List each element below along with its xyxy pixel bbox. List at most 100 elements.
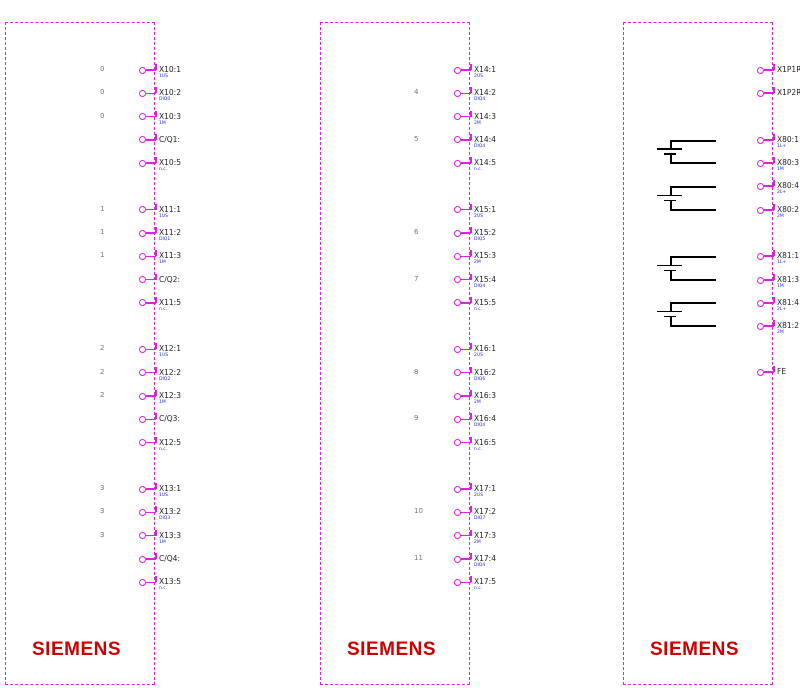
pin-lead-tick <box>470 413 472 420</box>
signal-label: 2US <box>474 213 484 219</box>
terminal-pin[interactable] <box>757 206 764 214</box>
pin-lead <box>146 255 156 258</box>
terminal-pin[interactable] <box>757 182 764 190</box>
pin-lead <box>461 255 471 258</box>
terminal-label: X14:5 <box>474 158 496 168</box>
signal-label: 2M <box>474 400 481 405</box>
terminal-pin[interactable] <box>139 415 146 423</box>
terminal-pin[interactable] <box>139 369 146 377</box>
supply-wire <box>670 154 672 162</box>
terminal-pin[interactable] <box>757 89 764 97</box>
terminal-pin[interactable] <box>757 276 764 284</box>
terminal-pin[interactable] <box>454 415 461 423</box>
terminal-pin[interactable] <box>454 555 461 563</box>
terminal-pin[interactable] <box>139 485 146 493</box>
terminal-pin[interactable] <box>454 229 461 237</box>
pin-lead-tick <box>773 134 775 140</box>
terminal-pin[interactable] <box>139 578 146 586</box>
terminal-pin[interactable] <box>757 252 764 260</box>
terminal-label: X17:5 <box>474 577 496 587</box>
terminal-label: X16:4 <box>474 414 496 424</box>
pin-lead-tick <box>773 87 775 93</box>
terminal-pin[interactable] <box>757 299 764 307</box>
siemens-logo: SIEMENS <box>650 639 740 660</box>
terminal-pin[interactable] <box>139 89 146 97</box>
signal-label: 2M <box>474 539 481 545</box>
terminal-pin[interactable] <box>139 113 146 121</box>
terminal-pin[interactable] <box>454 299 461 307</box>
terminal-label: X15:2 <box>474 228 496 237</box>
terminal-pin[interactable] <box>757 136 764 144</box>
terminal-label: X17:3 <box>474 530 496 540</box>
terminal-pin[interactable] <box>139 508 146 516</box>
terminal-pin[interactable] <box>139 555 146 563</box>
pin-lead-tick <box>155 529 157 536</box>
terminal-pin[interactable] <box>139 66 146 74</box>
terminal-pin[interactable] <box>454 439 461 447</box>
terminal-pin[interactable] <box>139 206 146 214</box>
pin-lead-tick <box>155 366 157 373</box>
signal-label: DIQ4 <box>474 423 486 429</box>
terminal-pin[interactable] <box>139 392 146 400</box>
supply-wire <box>670 256 716 258</box>
terminal-pin[interactable] <box>454 369 461 377</box>
signal-label: 2L+ <box>777 307 787 312</box>
terminal-pin[interactable] <box>454 508 461 516</box>
terminal-pin[interactable] <box>139 532 146 540</box>
pin-lead <box>146 534 156 537</box>
terminal-pin[interactable] <box>757 322 764 330</box>
terminal-pin[interactable] <box>454 66 461 74</box>
pin-lead <box>146 371 156 374</box>
pin-lead-tick <box>773 180 775 186</box>
terminal-pin[interactable] <box>454 113 461 121</box>
terminal-pin[interactable] <box>454 532 461 540</box>
pin-lead <box>146 488 156 490</box>
pin-lead-tick <box>155 203 157 210</box>
pin-lead <box>461 371 471 374</box>
terminal-pin[interactable] <box>139 136 146 144</box>
terminal-pin[interactable] <box>757 368 764 376</box>
terminal-label: X16:3 <box>474 391 496 400</box>
pin-lead <box>461 511 471 514</box>
terminal-pin[interactable] <box>454 252 461 260</box>
pin-lead <box>146 162 156 164</box>
terminal-pin[interactable] <box>139 439 146 447</box>
terminal-pin[interactable] <box>454 578 461 586</box>
terminal-pin[interactable] <box>454 206 461 214</box>
supply-wire <box>670 162 716 164</box>
channel-number: 0 <box>100 111 105 120</box>
terminal-pin[interactable] <box>454 159 461 167</box>
signal-label: 2L+ <box>777 190 787 195</box>
pin-lead <box>146 278 156 281</box>
pin-lead-tick <box>155 133 157 140</box>
siemens-logo: SIEMENS <box>32 639 122 660</box>
pin-lead-tick <box>155 413 157 420</box>
terminal-pin[interactable] <box>454 276 461 284</box>
terminal-label: X14:2 <box>474 88 496 98</box>
pin-lead-tick <box>155 157 157 164</box>
terminal-pin[interactable] <box>454 485 461 493</box>
terminal-pin[interactable] <box>139 159 146 167</box>
battery-plate-short <box>664 315 676 318</box>
terminal-pin[interactable] <box>139 345 146 353</box>
terminal-pin[interactable] <box>454 392 461 400</box>
pin-lead <box>461 278 471 281</box>
signal-label: 1M <box>159 539 166 545</box>
terminal-pin[interactable] <box>757 159 764 167</box>
pin-lead-tick <box>470 506 472 513</box>
battery-plate-short <box>664 153 676 155</box>
pin-lead <box>461 115 471 118</box>
signal-label: DIQ2 <box>159 376 171 382</box>
terminal-pin[interactable] <box>139 229 146 237</box>
terminal-pin[interactable] <box>757 66 764 74</box>
terminal-pin[interactable] <box>139 252 146 260</box>
signal-label: 2US <box>474 493 484 499</box>
terminal-pin[interactable] <box>454 345 461 353</box>
terminal-pin[interactable] <box>139 299 146 307</box>
terminal-label: X17:4 <box>474 554 496 563</box>
terminal-pin[interactable] <box>454 136 461 144</box>
terminal-pin[interactable] <box>454 89 461 97</box>
terminal-pin[interactable] <box>139 276 146 284</box>
supply-wire <box>670 279 716 281</box>
signal-label: 1US <box>159 74 169 79</box>
